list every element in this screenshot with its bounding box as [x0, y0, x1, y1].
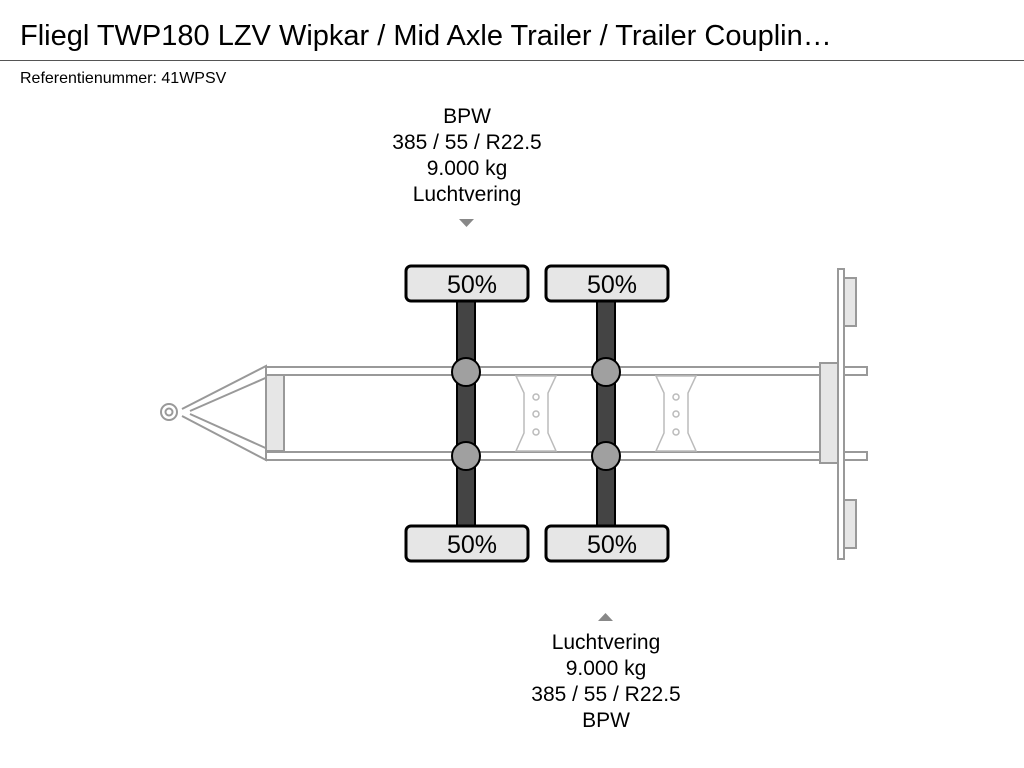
axle-hub-lower	[451, 441, 481, 471]
wheel-top	[544, 264, 670, 303]
drawbar	[160, 364, 271, 462]
wheel-bottom	[404, 524, 530, 563]
title-divider	[0, 60, 1024, 61]
front-crossmember	[265, 374, 285, 452]
wheel-bottom	[544, 524, 670, 563]
axle-2-suspension: Luchtvering	[551, 631, 661, 654]
axle-1-load: 9.000 kg	[426, 157, 508, 180]
axle-2-pointer-icon	[598, 613, 613, 621]
rear-end	[819, 268, 857, 560]
axle-2-info: Luchtvering 9.000 kg 385 / 55 / R22.5 BP…	[486, 630, 726, 734]
axle-hub-upper	[451, 357, 481, 387]
axle-1: 50% 50%	[404, 264, 530, 563]
axle-2-tyre-size: 385 / 55 / R22.5	[531, 683, 681, 706]
axle-beam	[456, 297, 476, 529]
rear-light-left	[843, 277, 857, 327]
lower-rail	[265, 451, 868, 461]
axle-2-brand: BPW	[582, 709, 630, 732]
wheel-bottom-load-pct: 50%	[447, 531, 497, 559]
cross-brace-2	[654, 375, 698, 452]
axle-1-tyre-size: 385 / 55 / R22.5	[392, 131, 542, 154]
axle-1-brand: BPW	[443, 105, 491, 128]
upper-rail	[265, 366, 868, 376]
axle-1-suspension: Luchtvering	[412, 183, 522, 206]
rear-crossmember	[819, 362, 839, 464]
axle-hub-upper	[591, 357, 621, 387]
axle-2: 50% 50%	[544, 264, 670, 563]
cross-brace-1	[514, 375, 558, 452]
axle-1-pointer-icon	[459, 219, 474, 227]
wheel-bottom-load-pct: 50%	[587, 531, 637, 559]
axle-hub-lower	[591, 441, 621, 471]
rear-bumper	[837, 268, 845, 560]
wheel-top-load-pct: 50%	[587, 271, 637, 299]
reference-number: Referentienummer: 41WPSV	[20, 70, 227, 87]
axle-2-load: 9.000 kg	[565, 657, 647, 680]
wheel-top	[404, 264, 530, 303]
wheel-top-load-pct: 50%	[447, 271, 497, 299]
rear-light-right	[843, 499, 857, 549]
axle-1-info: BPW 385 / 55 / R22.5 9.000 kg Luchtverin…	[347, 104, 587, 208]
axle-beam	[596, 297, 616, 529]
chassis-rails	[265, 366, 868, 461]
